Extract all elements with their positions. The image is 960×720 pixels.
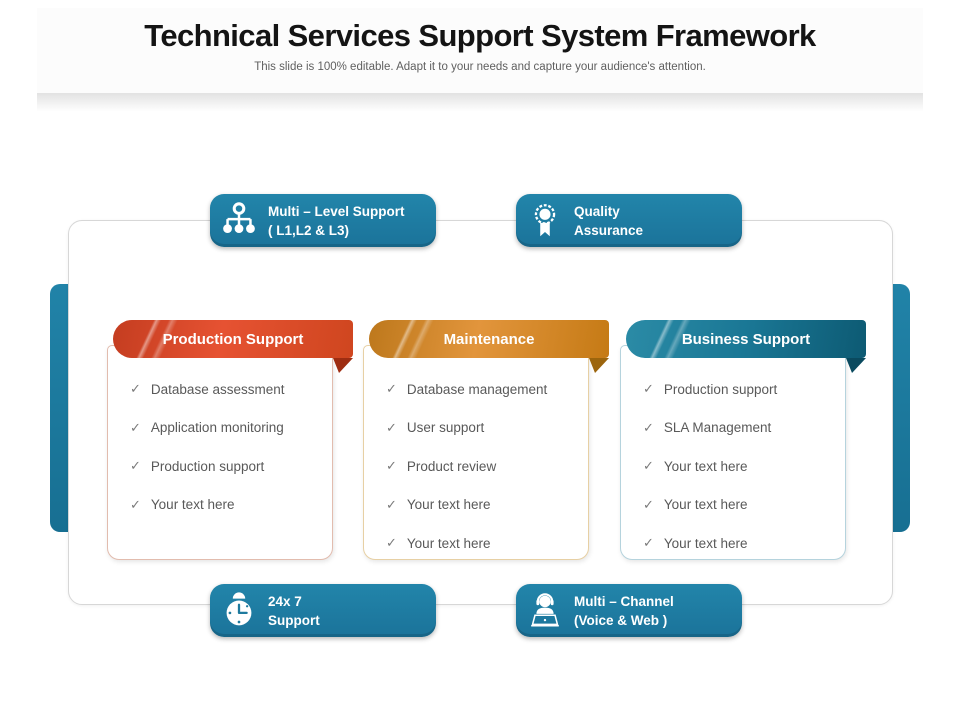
checkmark-icon: ✓ bbox=[386, 535, 397, 551]
list-item: ✓ Production support bbox=[108, 447, 332, 486]
checkmark-icon: ✓ bbox=[130, 458, 141, 474]
award-ribbon-icon bbox=[516, 200, 574, 242]
list-item-label: SLA Management bbox=[663, 420, 772, 436]
list-item: ✓ Database assessment bbox=[108, 370, 332, 409]
card-header-production-support: Production Support bbox=[113, 320, 353, 358]
list-item-label: Your text here bbox=[406, 535, 491, 551]
checkmark-icon: ✓ bbox=[643, 381, 654, 397]
card-body: ✓ Production support ✓ SLA Management ✓ … bbox=[620, 345, 846, 560]
card-header-business-support: Business Support bbox=[626, 320, 866, 358]
alarm-clock-icon bbox=[210, 590, 268, 632]
badge-label-line2: Support bbox=[268, 612, 320, 628]
list-item-label: Your text here bbox=[406, 497, 491, 513]
card-body: ✓ Database assessment ✓ Application moni… bbox=[107, 345, 333, 560]
list-item: ✓ User support bbox=[364, 409, 588, 448]
list-item-label: User support bbox=[406, 420, 485, 436]
card-header-maintenance: Maintenance bbox=[369, 320, 609, 358]
checkmark-icon: ✓ bbox=[643, 535, 654, 551]
badge-label-line1: Multi – Channel bbox=[574, 593, 674, 609]
list-item: ✓ Application monitoring bbox=[108, 409, 332, 448]
header-shadow-band bbox=[37, 93, 923, 115]
card-business-support: ✓ Production support ✓ SLA Management ✓ … bbox=[620, 320, 866, 560]
checkmark-icon: ✓ bbox=[130, 496, 141, 512]
checkmark-icon: ✓ bbox=[643, 419, 654, 435]
list-item: ✓ Your text here bbox=[364, 486, 588, 525]
checkmark-icon: ✓ bbox=[386, 381, 397, 397]
badge-label-line1: Quality bbox=[574, 203, 620, 219]
checkmark-icon: ✓ bbox=[386, 419, 397, 435]
checkmark-icon: ✓ bbox=[386, 496, 397, 512]
list-item-label: Database management bbox=[406, 381, 548, 397]
badge-label-line1: 24x 7 bbox=[268, 593, 302, 609]
badge-label-line1: Multi – Level Support bbox=[268, 203, 405, 219]
list-item-label: Your text here bbox=[663, 497, 748, 513]
list-item: ✓ Production support bbox=[621, 370, 845, 409]
page-title: Technical Services Support System Framew… bbox=[144, 18, 816, 53]
badge-label-line2: ( L1,L2 & L3) bbox=[268, 222, 350, 238]
list-item: ✓ Your text here bbox=[108, 486, 332, 525]
list-item-label: Production support bbox=[663, 381, 778, 397]
list-item-label: Production support bbox=[150, 458, 265, 474]
checkmark-icon: ✓ bbox=[130, 381, 141, 397]
list-item: ✓ Your text here bbox=[364, 524, 588, 563]
badge-label-line2: (Voice & Web ) bbox=[574, 612, 668, 628]
list-item: ✓ Your text here bbox=[621, 447, 845, 486]
card-body: ✓ Database management ✓ User support ✓ P… bbox=[363, 345, 589, 560]
checkmark-icon: ✓ bbox=[643, 496, 654, 512]
org-hierarchy-icon bbox=[210, 200, 268, 242]
badge-quality-assurance: Quality Assurance bbox=[516, 194, 742, 247]
badge-24x7-support: 24x 7 Support bbox=[210, 584, 436, 637]
checkmark-icon: ✓ bbox=[643, 458, 654, 474]
checkmark-icon: ✓ bbox=[130, 419, 141, 435]
list-item: ✓ SLA Management bbox=[621, 409, 845, 448]
list-item-label: Your text here bbox=[663, 458, 748, 474]
slide-subtitle: This slide is 100% editable. Adapt it to… bbox=[254, 61, 706, 73]
list-item: ✓ Your text here bbox=[621, 486, 845, 525]
badge-multi-channel: Multi – Channel (Voice & Web ) bbox=[516, 584, 742, 637]
card-title: Maintenance bbox=[443, 330, 535, 348]
list-item-label: Database assessment bbox=[150, 381, 285, 397]
badge-multi-level-support: Multi – Level Support ( L1,L2 & L3) bbox=[210, 194, 436, 247]
card-title: Production Support bbox=[162, 330, 304, 348]
list-item: ✓ Database management bbox=[364, 370, 588, 409]
badge-label-line2: Assurance bbox=[574, 222, 644, 238]
checkmark-icon: ✓ bbox=[386, 458, 397, 474]
list-item: ✓ Product review bbox=[364, 447, 588, 486]
list-item-label: Application monitoring bbox=[150, 420, 284, 436]
list-item-label: Your text here bbox=[663, 535, 748, 551]
list-item-label: Your text here bbox=[150, 497, 235, 513]
card-title: Business Support bbox=[681, 330, 811, 348]
card-production-support: ✓ Database assessment ✓ Application moni… bbox=[107, 320, 353, 560]
list-item-label: Product review bbox=[406, 458, 497, 474]
support-agent-icon bbox=[516, 590, 574, 632]
slide-header: Technical Services Support System Framew… bbox=[37, 8, 923, 93]
card-maintenance: ✓ Database management ✓ User support ✓ P… bbox=[363, 320, 609, 560]
list-item: ✓ Your text here bbox=[621, 524, 845, 563]
